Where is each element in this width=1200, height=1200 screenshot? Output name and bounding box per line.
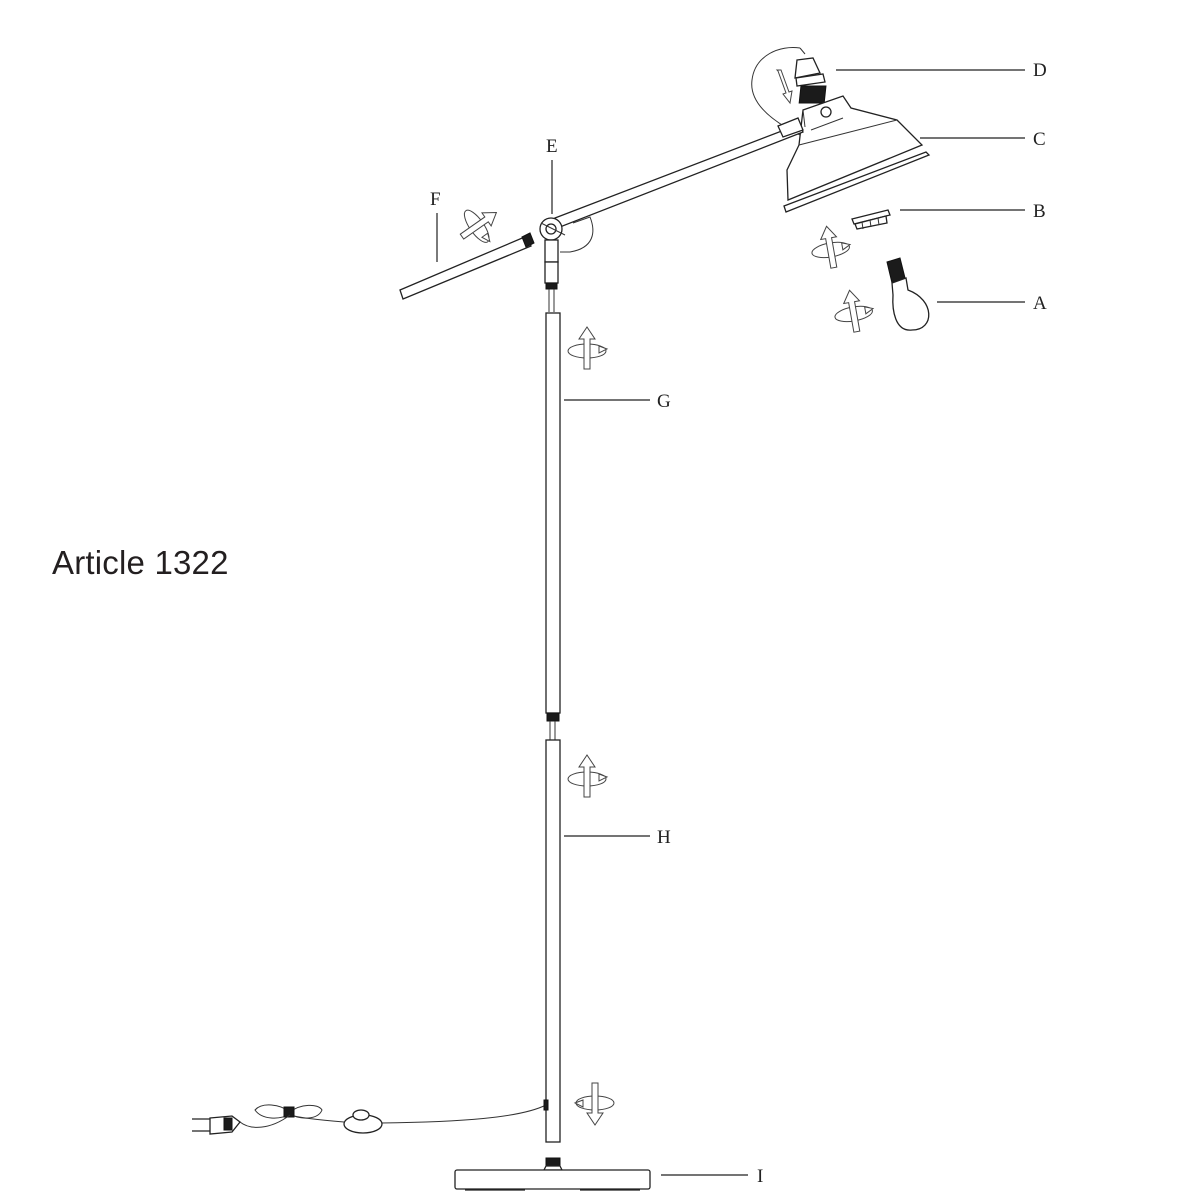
pivot-joint-e: E [539, 136, 566, 312]
base-i [454, 1157, 748, 1191]
label-e: E [546, 136, 558, 157]
rotate-screw-arrow-icon [450, 196, 509, 254]
rotate-screw-arrow-icon [567, 754, 608, 798]
label-f: F [430, 189, 441, 210]
lower-pole-h [545, 739, 650, 1143]
rotate-screw-arrow-icon [830, 286, 878, 336]
counterweight-arm-f: F [399, 189, 535, 300]
label-a: A [1033, 293, 1047, 314]
rotate-screw-arrow-icon [574, 1082, 615, 1126]
shade-ring-b [851, 209, 1025, 230]
rotate-screw-arrow-icon [567, 326, 608, 370]
label-g: G [657, 391, 671, 412]
bulb-a [886, 257, 1025, 331]
rotate-screw-arrow-icon [807, 222, 855, 272]
arm [554, 117, 804, 253]
article-title: Article 1322 [52, 544, 229, 581]
label-b: B [1033, 201, 1046, 222]
label-h: H [657, 827, 671, 848]
label-d: D [1033, 60, 1047, 81]
insert-down-arrow-icon [775, 69, 793, 105]
power-cord [192, 1099, 549, 1135]
upper-pole-g [545, 312, 650, 740]
shade-c [783, 95, 1025, 213]
label-i: I [757, 1166, 763, 1187]
label-c: C [1033, 129, 1046, 150]
socket-d [751, 46, 1025, 136]
